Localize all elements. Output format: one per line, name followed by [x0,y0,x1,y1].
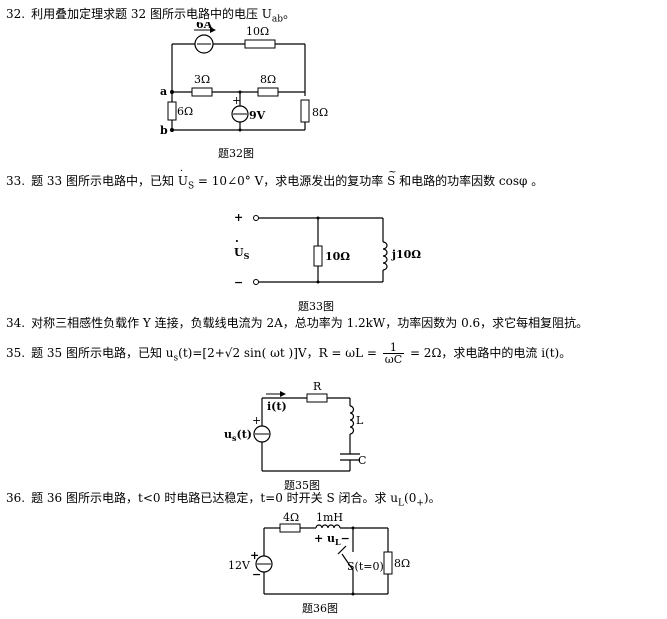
resistor-6-ohm [167,101,177,121]
voltage-source-9v [231,105,249,123]
question-text: 对称三相感性负载作 Y 连接，负载线电流为 2A，总功率为 1.2kW，功率因数… [31,316,589,330]
resistor-8-label: 8Ω [394,557,410,570]
question-text: 和电路的功率因数 cosφ 。 [395,174,544,188]
resistor-8-ohm-mid [257,87,279,97]
current-arrow [266,391,286,397]
phasor-voltage: ·US [177,166,195,192]
subscript: s [173,353,179,364]
resistor-10-ohm [313,245,323,267]
question-number: 36. [6,491,26,505]
minus-sign: − [252,568,261,581]
question-text: 题 36 图所示电路，t<0 时电路已达稳定，t=0 时开关 S 闭合。求 u [31,491,399,505]
source-label: US [234,246,250,261]
complex-power-symbol: ~S [387,167,397,188]
resistor-3-label: 3Ω [194,73,210,86]
node-b: b [160,124,168,137]
voltage-symbol: U [177,174,188,188]
reactance-label: j10Ω [391,248,421,261]
resistor-3-ohm [191,87,213,97]
resistor-10-label: 10Ω [246,25,269,38]
circuit-figure-35: R L C i(t) + us(t) [224,380,366,472]
resistor-8-ohm [383,551,393,575]
question-number: 34. [6,316,26,330]
resistor-10-ohm [244,39,276,49]
circuit-figure-36: 4Ω 1mH + uL− 8Ω S(t=0) + − 12V [228,512,410,596]
resistor-8-ohm-right [300,99,310,123]
figure-caption: 题32图 [218,147,254,160]
question-text: 题 33 图所示电路中，已知 [31,174,178,188]
root-symbol: √2 [224,346,241,360]
question-35: 35. 题 35 图所示电路，已知 us(t)=[2+√2 sin( ωt )]V… [6,342,571,366]
plus-sign: + [252,414,261,427]
svg-text:·: · [235,235,239,248]
figure-caption: 题35图 [284,479,320,492]
resistor-4-ohm [279,523,301,533]
question-number: 35. [6,346,26,360]
subscript: L [398,498,405,509]
capacitor-label: C [358,454,366,467]
inductor-label: L [356,414,364,427]
minus-terminal: − [234,276,243,289]
source-voltage-label: 12V [228,559,251,572]
figure-caption: 题33图 [298,300,334,313]
question-33: 33. 题 33 图所示电路中，已知 ·US = 10∠0° V，求电源发出的复功… [6,166,544,194]
question-text: = 2Ω，求电路中的电流 i(t)。 [406,346,572,360]
question-text: sin( ωt )]V，R = ωL = [240,346,381,360]
question-text: )。 [423,491,441,505]
question-text: 题 35 图所示电路，已知 u [31,346,174,360]
figure-caption: 题36图 [302,602,338,615]
question-number: 32. [6,7,26,21]
resistor-r [306,393,328,403]
question-text: = 10∠0° V，求电源发出的复功率 [194,174,388,188]
circuit-figure-32: 6A 10Ω 3Ω 8Ω 6Ω 8Ω + 9V a b [160,22,328,137]
inductor-voltage-label: + uL− [314,532,350,547]
resistor-8-right-label: 8Ω [312,106,328,119]
question-end: 。 [283,7,296,21]
question-text: (0 [404,491,417,505]
fraction-denominator: ωC [384,353,403,366]
question-32: 32. 利用叠加定理求题 32 图所示电路中的电压 Uab。 [6,6,295,27]
question-text: (t)=[2+ [178,346,225,360]
voltage-label: 9V [249,109,266,122]
node-a: a [160,85,167,98]
circuit-figure-33: + − US · 10Ω j10Ω [234,211,421,289]
question-34: 34. 对称三相感性负载作 Y 连接，负载线电流为 2A，总功率为 1.2kW，功… [6,315,588,331]
question-number: 33. [6,174,26,188]
resistor-4-label: 4Ω [283,512,299,524]
source-current-label: 6A [196,22,213,31]
fraction-numerator: 1 [382,342,405,354]
resistor-label: R [313,380,322,393]
resistor-8-mid-label: 8Ω [260,73,276,86]
inductor-label: 1mH [316,512,343,524]
power-symbol: S [387,174,396,188]
subscript: + [416,498,424,509]
current-label: i(t) [267,400,287,413]
resistor-label: 10Ω [325,250,350,263]
question-36: 36. 题 36 图所示电路，t<0 时电路已达稳定，t=0 时开关 S 闭合。求… [6,490,441,511]
question-text: 利用叠加定理求题 32 图所示电路中的电压 U [31,7,272,21]
plus-sign: + [232,94,241,107]
subscript: S [187,181,195,192]
subscript: ab [271,14,284,25]
switch-label: S(t=0) [347,560,384,573]
resistor-6-label: 6Ω [177,105,193,118]
plus-terminal: + [234,211,243,224]
current-source-6a [194,27,216,54]
plus-sign: + [250,549,259,562]
source-label: us(t) [224,428,252,443]
